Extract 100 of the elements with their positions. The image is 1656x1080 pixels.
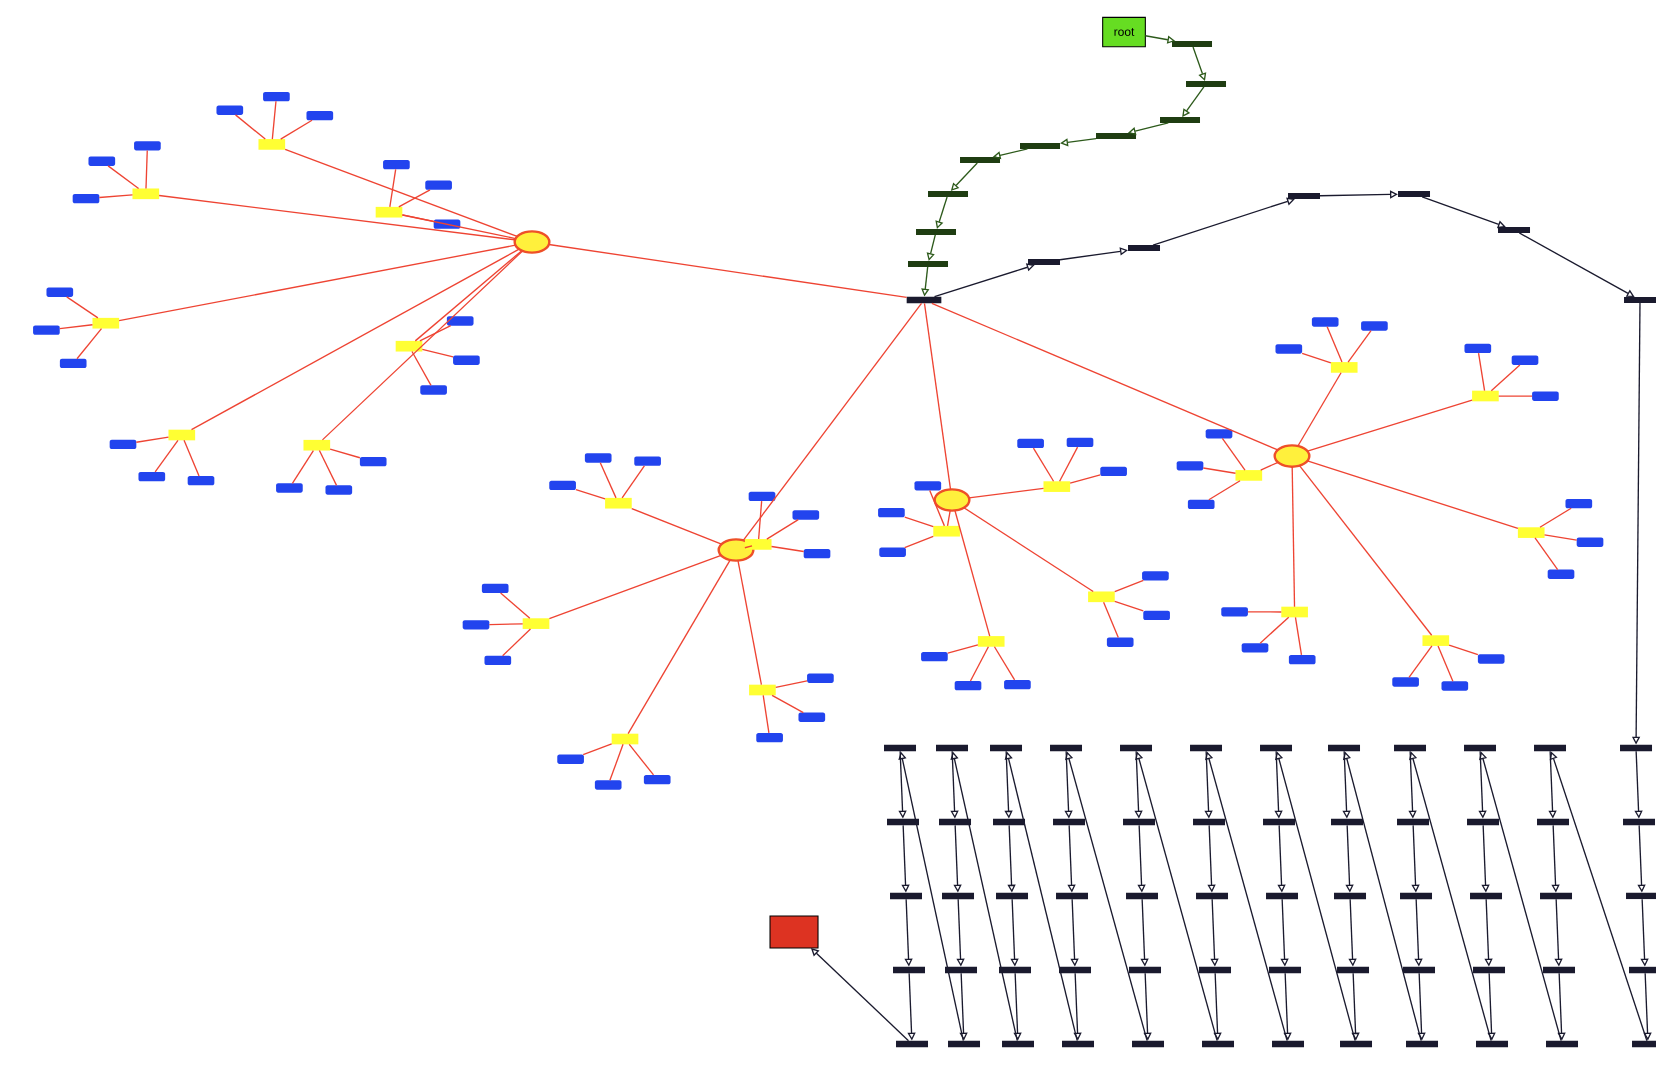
group-box: [1235, 470, 1263, 481]
bar-node: [1331, 818, 1363, 826]
connector-line: [969, 646, 990, 682]
connector-line: [1534, 537, 1559, 571]
connector-line: [628, 743, 655, 776]
arrow: [1152, 197, 1295, 246]
leaf-box: [1017, 438, 1044, 449]
bar-node: [1260, 744, 1292, 752]
arrow: [926, 234, 936, 261]
connector-line: [1490, 364, 1521, 392]
connector-line: [234, 114, 266, 140]
leaf-box: [792, 510, 820, 520]
leaf-box: [807, 673, 834, 683]
leaf-box: [59, 358, 87, 369]
bar-node: [990, 744, 1022, 752]
bar-node: [1328, 744, 1360, 752]
connector-line: [1306, 460, 1519, 529]
leaf-box: [879, 547, 906, 557]
connector-line: [737, 559, 763, 686]
bar-node: [1534, 744, 1566, 752]
connector-line: [929, 489, 946, 527]
leaf-box: [1576, 537, 1604, 547]
connector-line: [1247, 611, 1282, 613]
leaf-box: [798, 712, 826, 722]
cluster-ellipse: [513, 230, 551, 254]
leaf-box: [1532, 391, 1559, 401]
connector-line: [1326, 326, 1343, 363]
leaf-box: [1361, 321, 1388, 331]
connector-line: [766, 519, 799, 540]
group-box: [749, 684, 776, 696]
group-box: [933, 525, 960, 537]
cluster-ellipse: [933, 488, 971, 512]
leaf-box: [420, 385, 447, 395]
connector-line: [1498, 395, 1533, 397]
connector-line: [1058, 446, 1079, 482]
leaf-box: [134, 141, 161, 151]
leaf-box: [584, 453, 612, 463]
connector-line: [488, 623, 524, 626]
connector-line: [1208, 480, 1241, 501]
connector-line: [1294, 616, 1303, 656]
leaf-box: [1004, 679, 1031, 690]
connector-line: [1032, 447, 1055, 482]
leaf-box: [46, 287, 74, 297]
connector-line: [1260, 461, 1279, 471]
leaf-box: [1187, 499, 1215, 510]
bar-node: [1398, 191, 1430, 197]
connector-line: [770, 545, 805, 553]
bar-node: [1470, 892, 1502, 900]
arrow: [1192, 46, 1207, 81]
leaf-box: [1311, 317, 1339, 327]
leaf-box: [1275, 344, 1303, 354]
leaf-box: [484, 655, 512, 666]
connector-line: [621, 465, 646, 499]
leaf-box: [306, 110, 334, 121]
connector-line: [1448, 644, 1479, 656]
connector-line: [762, 694, 770, 734]
connector-line: [284, 148, 518, 238]
group-box: [375, 206, 403, 218]
leaf-box: [33, 325, 60, 335]
group-box: [1043, 481, 1071, 492]
bar-node: [996, 892, 1028, 900]
connector-line: [1347, 330, 1372, 363]
group-box: [303, 439, 331, 451]
connector-line: [145, 149, 148, 190]
connector-line: [627, 559, 731, 735]
bar-node: [916, 229, 956, 235]
connector-line: [118, 244, 517, 322]
connector-line: [1539, 507, 1572, 528]
connector-line: [1114, 600, 1144, 612]
bar-node: [1626, 892, 1656, 900]
connector-line: [548, 554, 722, 620]
connector-line: [398, 189, 431, 208]
leaf-box: [643, 774, 671, 785]
connector-line: [183, 439, 200, 477]
bar-node: [1193, 818, 1225, 826]
bar-node: [1132, 1040, 1164, 1048]
connector-line: [98, 194, 134, 199]
leaf-box: [914, 481, 942, 491]
group-box: [522, 618, 550, 629]
group-box: [744, 539, 772, 550]
connector-line: [1408, 645, 1433, 678]
connector-line: [1543, 534, 1578, 541]
connector-line: [499, 592, 531, 619]
leaf-box: [462, 620, 490, 630]
bar-node: [1269, 966, 1301, 974]
leaf-box: [383, 159, 410, 170]
bar-node: [1546, 1040, 1578, 1048]
connector-line: [931, 302, 1279, 451]
bar-node: [1537, 818, 1569, 826]
leaf-box: [921, 651, 948, 662]
leaf-box: [325, 485, 353, 495]
leaf-box: [446, 316, 474, 326]
leaf-box: [216, 105, 244, 115]
bar-node: [1288, 193, 1320, 199]
bar-node: [1129, 966, 1161, 974]
connector-line: [502, 628, 532, 657]
connector-line: [993, 646, 1016, 681]
bar-node: [1053, 818, 1085, 826]
bar-node: [1120, 744, 1152, 752]
leaf-box: [481, 583, 509, 594]
